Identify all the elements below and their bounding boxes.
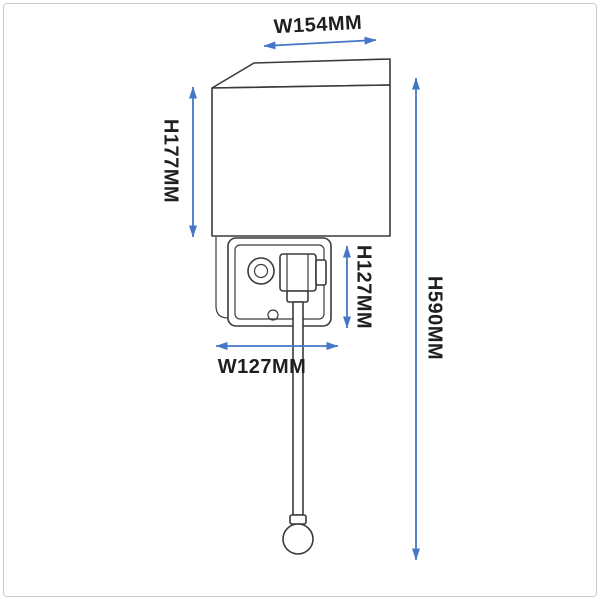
- backplate-side-profile: [215, 237, 229, 319]
- shade-top-face: [211, 58, 391, 89]
- lamp-shade: [211, 58, 391, 237]
- screw-icon: [267, 309, 279, 321]
- rod-top-collar: [286, 290, 309, 303]
- dim-label-bracket-height: H127MM: [353, 245, 375, 329]
- shade-front-face: [211, 84, 391, 237]
- dim-shade-height: H177MM: [160, 86, 197, 238]
- rod-bottom-collar: [289, 514, 307, 525]
- holder-knob-inner: [253, 263, 269, 279]
- dim-bracket-width: W127MM: [215, 342, 339, 378]
- rod-shaft: [292, 301, 304, 516]
- holder-knob-outer: [247, 257, 275, 285]
- dim-bracket-height: H127MM: [343, 245, 375, 329]
- lamp-holder: [247, 253, 327, 292]
- dim-label-bracket-width: W127MM: [218, 356, 307, 378]
- dim-overall-height: H590MM: [412, 77, 446, 561]
- dim-arrow-shade-width: [263, 36, 377, 50]
- ball-finial: [282, 523, 314, 555]
- holder-body: [279, 253, 317, 292]
- drop-rod: [282, 290, 314, 555]
- dim-label-shade-height: H177MM: [160, 119, 182, 203]
- dim-label-overall-height: H590MM: [424, 276, 446, 360]
- holder-end-cap: [315, 259, 327, 286]
- dim-label-shade-width: W154MM: [273, 12, 363, 39]
- dim-shade-width: W154MM: [263, 12, 377, 50]
